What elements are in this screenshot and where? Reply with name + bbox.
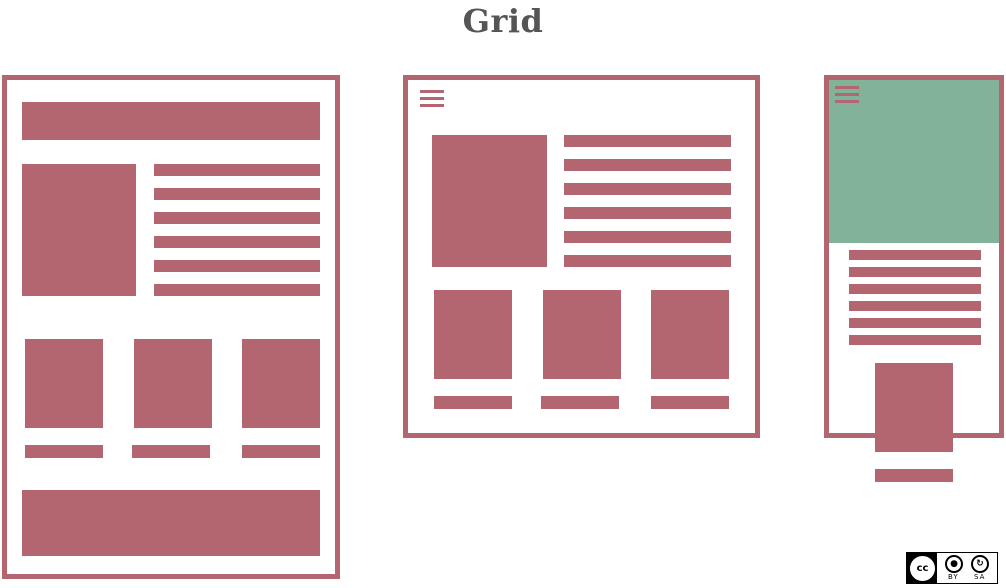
mobile-hero-green-block <box>829 80 999 243</box>
tablet-text-line <box>564 207 731 219</box>
tablet-card-image <box>434 290 512 379</box>
tablet-text-line <box>564 159 731 171</box>
tablet-text-line <box>564 255 731 267</box>
mobile-text-line <box>849 301 981 311</box>
tablet-card-caption <box>651 396 729 409</box>
cc-label-sa: SA <box>974 573 986 581</box>
desktop-text-line <box>154 164 320 176</box>
cc-logo: cc <box>910 556 935 581</box>
desktop-card-image <box>25 339 103 428</box>
desktop-card-caption <box>132 445 210 458</box>
mobile-text-line <box>849 318 981 328</box>
tablet-hero-image-block <box>432 135 547 267</box>
share-alike-icon: ↻ <box>971 555 989 573</box>
tablet-card-caption <box>541 396 619 409</box>
desktop-text-line <box>154 212 320 224</box>
tablet-text-line <box>564 231 731 243</box>
cc-by-sa-icon: cc ● ↻ BY SA <box>906 552 998 584</box>
cc-badge-left: cc <box>907 553 937 583</box>
desktop-card-image <box>242 339 320 428</box>
tablet-layout-frame <box>403 75 760 438</box>
desktop-hero-image-block <box>22 164 136 296</box>
desktop-text-line <box>154 284 320 296</box>
cc-label-by: BY <box>948 573 959 581</box>
mobile-card-caption <box>875 469 953 482</box>
tablet-text-line <box>564 183 731 195</box>
desktop-card-caption <box>242 445 320 458</box>
desktop-footer-block <box>22 490 320 556</box>
tablet-card-image <box>543 290 621 379</box>
desktop-card-image <box>134 339 212 428</box>
mobile-layout-frame <box>824 75 1004 438</box>
tablet-card-image <box>651 290 729 379</box>
diagram-title: Grid <box>462 2 544 40</box>
mobile-text-line <box>849 267 981 277</box>
desktop-text-line <box>154 260 320 272</box>
hamburger-menu-icon <box>835 86 859 104</box>
desktop-text-line <box>154 236 320 248</box>
mobile-text-line <box>849 335 981 345</box>
mobile-text-line <box>849 284 981 294</box>
desktop-text-line <box>154 188 320 200</box>
desktop-header-block <box>22 102 320 140</box>
tablet-card-caption <box>434 396 512 409</box>
hamburger-menu-icon <box>420 90 444 108</box>
tablet-text-line <box>564 135 731 147</box>
desktop-card-caption <box>25 445 103 458</box>
desktop-layout-frame <box>2 75 340 579</box>
mobile-text-line <box>849 250 981 260</box>
attribution-person-icon: ● <box>945 555 963 573</box>
mobile-card-image <box>875 363 953 452</box>
